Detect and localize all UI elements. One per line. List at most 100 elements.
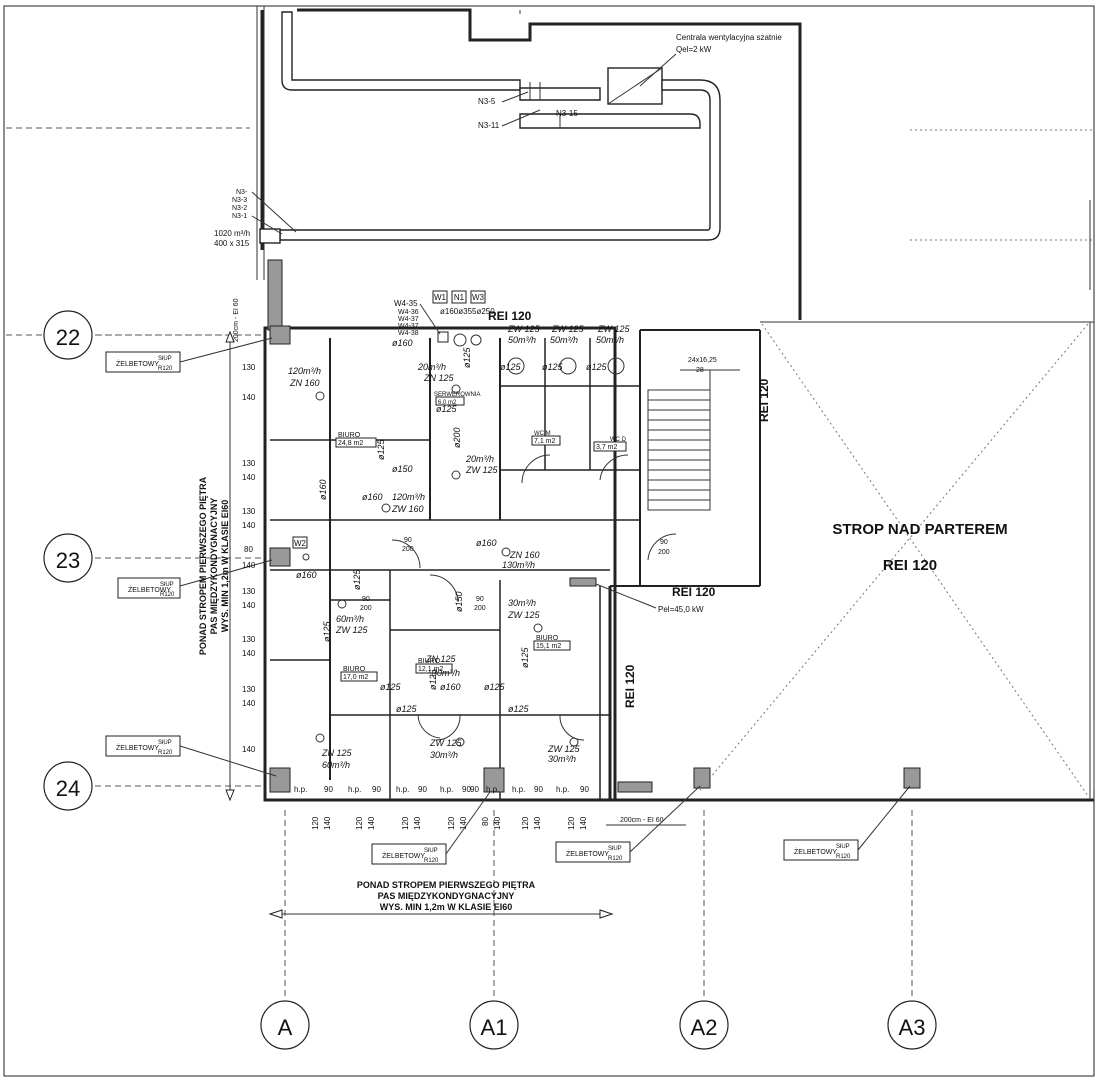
air-flow: 30m³/h	[430, 750, 458, 760]
hp: 90	[372, 785, 381, 794]
air-type: ZW 125	[429, 738, 463, 748]
diameter: ø160	[362, 492, 383, 502]
room-name: BIURO	[343, 666, 366, 673]
band-text-line1: PONAD STROPEM PIERWSZEGO PIĘTRA	[357, 880, 536, 890]
air-flow: 20m³/h	[417, 362, 446, 372]
dim: 80	[244, 545, 253, 554]
diameter: ø125	[508, 704, 530, 714]
column-label-line1: SłUP	[158, 740, 172, 746]
air-flow: 30m³/h	[508, 598, 536, 608]
room-name: BIURO	[536, 635, 559, 642]
diameter: ø160	[318, 479, 328, 500]
dim: 140	[579, 816, 588, 830]
diameter: ø125	[436, 404, 458, 414]
duct-tag: N3-11	[478, 121, 500, 130]
diameter: ø150	[392, 464, 413, 474]
riser-sizes: ø160ø355ø250	[440, 307, 495, 316]
room-name: WC D	[610, 437, 627, 443]
room-area: 12,1 m2	[418, 666, 443, 673]
column-label-line3: R120	[160, 592, 175, 598]
axis-row-23: 23	[56, 548, 80, 573]
air-type: ZW 125	[551, 324, 585, 334]
fire-rating-mid: REI 120	[672, 585, 716, 599]
diameter: ø125	[322, 620, 332, 642]
riser-box: N1	[454, 293, 465, 302]
diameter: ø125	[352, 568, 362, 590]
duct-tag: N3-3	[232, 197, 247, 204]
dim: 140	[242, 561, 256, 570]
hp: h.p.	[348, 785, 361, 794]
room-area: 24,8 m2	[338, 440, 363, 447]
fire-rating-vertical: REI 120	[623, 664, 637, 708]
room-name: BIURO	[338, 432, 361, 439]
hp: h.p.	[294, 785, 307, 794]
dim: 80	[481, 817, 490, 826]
dim-horizontal-label: 200cm - EI 60	[620, 817, 664, 824]
dim: 130	[242, 459, 256, 468]
band-vertical: PONAD STROPEM PIERWSZEGO PIĘTRA PAS MIĘD…	[198, 476, 230, 655]
air-type: ZW 125	[465, 465, 499, 475]
room-area: 15,1 m2	[536, 643, 561, 650]
axis-row-24: 24	[56, 776, 80, 801]
column-label-line2: ŻELBETOWY	[382, 851, 425, 860]
dim: 130	[242, 635, 256, 644]
air-flow: 120m³/h	[392, 492, 425, 502]
diameter: ø125	[396, 704, 418, 714]
door-width: 90	[476, 596, 484, 603]
riser-box: W3	[472, 293, 485, 302]
diameter: ø125	[462, 346, 472, 368]
hp: h.p.	[512, 785, 525, 794]
riser-tags: W4-35 W4-36 W4-37 W4-37 W4-38 W1 N1 W3 ø…	[394, 290, 495, 337]
column-label-line2: ŻELBETOWY	[794, 847, 837, 856]
room-name: SERWEROWNIA	[434, 392, 481, 398]
diameter: ø160	[296, 570, 317, 580]
diameter: ø200	[452, 427, 462, 448]
column-label-line1: SłUP	[160, 582, 174, 588]
door-height: 200	[402, 546, 414, 553]
room-area: 6,0 m2	[438, 400, 457, 406]
column-label-line1: SłUP	[836, 844, 850, 850]
column-label-line1: SłUP	[158, 356, 172, 362]
ductwork	[259, 11, 721, 244]
dim: 130	[242, 507, 256, 516]
riser-tag: W4-38	[398, 330, 419, 337]
air-type: ZN 125	[321, 748, 353, 758]
band-text-line3: WYS. MIN 1,2m W KLASIE EI60	[380, 902, 513, 912]
diameter: ø125	[586, 362, 608, 372]
door-dimensions: 90 200 90 200 90 200 90 200	[360, 537, 670, 612]
fire-rating-stair: REI 120	[757, 378, 771, 422]
dim: 140	[242, 745, 256, 754]
riser-tag: W4-36	[398, 309, 419, 316]
door-height: 200	[474, 605, 486, 612]
door-width: 90	[362, 596, 370, 603]
dim: 140	[242, 521, 256, 530]
hp: 90	[580, 785, 589, 794]
column-label-line3: R120	[424, 858, 439, 864]
air-type: ZW 160	[391, 504, 424, 514]
slab-title: STROP NAD PARTEREM	[832, 521, 1007, 538]
ventilation-unit-name: Centrala wentylacyjna szatnie	[676, 33, 782, 42]
column-label-line3: R120	[158, 366, 173, 372]
columns	[267, 259, 921, 793]
column-label-line3: R120	[836, 854, 851, 860]
air-type: ZW 125	[547, 744, 581, 754]
hp: h.p.	[440, 785, 453, 794]
diameter: ø125	[428, 668, 438, 690]
dim: 140	[242, 473, 256, 482]
air-type: ZN 125	[423, 373, 455, 383]
axis-row-22: 22	[56, 325, 80, 350]
diameter: ø125	[380, 682, 402, 692]
hp: 90	[418, 785, 427, 794]
diameter: ø160	[476, 538, 497, 548]
dim: 120	[311, 816, 320, 830]
diameter: ø125	[542, 362, 564, 372]
riser-tag: W4-37	[398, 316, 419, 323]
air-flow: 30m³/h	[432, 668, 460, 678]
air-labels: 120m³/h ZN 160 20m³/h ZN 125 20m³/h ZW 1…	[288, 324, 631, 770]
air-flow: 20m³/h	[465, 454, 494, 464]
column-label-line1: SłUP	[424, 848, 438, 854]
room-area: 3,7 m2	[596, 444, 618, 451]
diameter: ø125	[500, 362, 522, 372]
dim: 140	[533, 816, 542, 830]
hp: h.p.	[486, 785, 499, 794]
